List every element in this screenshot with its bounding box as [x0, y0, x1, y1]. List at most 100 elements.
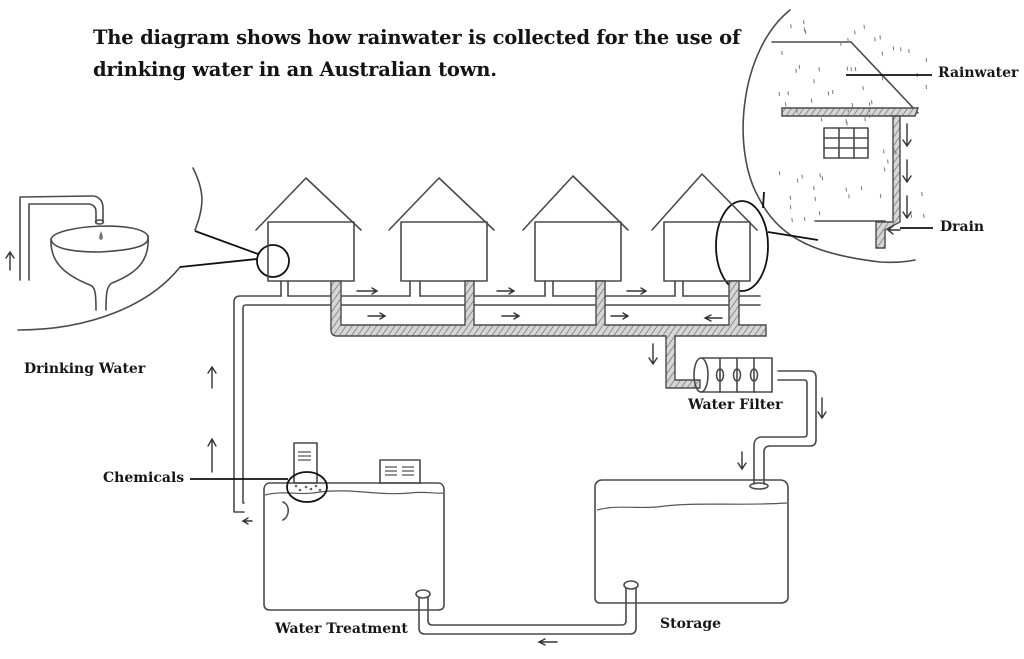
- tap-spout: [94, 219, 105, 225]
- rain-drop: [787, 91, 789, 96]
- treatment-tank: [190, 442, 445, 611]
- clean-pipe-outer: [233, 295, 761, 513]
- house-3: [522, 175, 629, 282]
- treatment-tank-body: [263, 482, 445, 611]
- filter-inlet-cap: [693, 357, 709, 393]
- feed-house-1: [280, 280, 289, 297]
- rain-drop: [908, 49, 910, 54]
- house-roof: [388, 177, 495, 231]
- filter-down-arrow-icon: [817, 397, 827, 420]
- rain-drop: [803, 20, 805, 25]
- hatched-collection-pipe: [330, 280, 767, 389]
- rain-drop: [854, 30, 856, 35]
- rain-drop: [870, 100, 873, 105]
- rain-drop: [790, 24, 792, 29]
- rain-drop: [803, 217, 806, 222]
- rain-drop: [798, 64, 801, 69]
- clean-water-pipe: [207, 280, 761, 525]
- storage-tank: [594, 479, 789, 604]
- treatment-inlet: [415, 589, 431, 599]
- inset-eave: [781, 107, 920, 117]
- feed-house-3: [544, 280, 554, 297]
- tap-pipe-inner: [28, 203, 97, 281]
- rain-drop: [778, 171, 781, 176]
- tap-bubble-upper: [192, 167, 203, 231]
- rain-drop: [821, 176, 824, 181]
- rain-drop: [868, 113, 871, 118]
- rain-drop: [814, 196, 816, 201]
- label-drinking-water: Drinking Water: [24, 361, 146, 377]
- chemical-dispenser-1: [293, 442, 318, 484]
- rain-drop: [925, 57, 928, 62]
- filter-outlet-inner: [753, 379, 808, 485]
- rainwater-inset: [742, 9, 933, 264]
- tap-bubble-lower: [17, 266, 181, 331]
- house-roof: [651, 173, 758, 231]
- rain-drop: [804, 29, 807, 35]
- rain-drop: [860, 186, 863, 191]
- rain-drop: [796, 178, 799, 183]
- basin-bowl-right: [105, 235, 149, 311]
- rain-drop: [883, 149, 885, 154]
- tap-connector-lower: [179, 258, 258, 268]
- treatment-outlet-nozzle: [282, 501, 290, 521]
- right-arrow-2-icon: [496, 287, 516, 295]
- basin-bowl-left: [50, 238, 97, 311]
- rain-drop: [810, 98, 813, 103]
- house-body: [400, 221, 488, 282]
- inset-bubble-outline: [742, 9, 916, 264]
- rain-drop: [847, 37, 849, 43]
- collect-arrow-4-icon: [703, 314, 723, 322]
- rain-drop: [778, 91, 781, 97]
- rain-drop: [813, 186, 815, 191]
- rain-drop: [803, 27, 806, 32]
- house-body: [663, 221, 751, 282]
- rain-drop: [879, 193, 882, 198]
- house-1-highlight-circle: [256, 244, 290, 278]
- house-body: [534, 221, 622, 282]
- label-chemicals: Chemicals: [103, 470, 185, 486]
- chemical-dispenser-2: [379, 459, 421, 484]
- inset-downpipe: [875, 115, 901, 249]
- tap-up-arrow-icon: [5, 250, 15, 271]
- rain-drop: [781, 50, 783, 55]
- rain-drop: [881, 51, 884, 56]
- label-drain: Drain: [940, 219, 985, 235]
- up-arrow-2-icon: [207, 437, 217, 473]
- left-arrow-icon: [241, 517, 253, 525]
- chemicals-highlight-ellipse: [286, 471, 328, 503]
- inset-roof-slope: [850, 41, 919, 114]
- rain-drop: [818, 67, 820, 72]
- rain-drop: [923, 213, 925, 219]
- rain-drop: [827, 91, 830, 96]
- inset-down-arrows: [886, 123, 912, 235]
- rain-drops: [778, 20, 928, 223]
- storage-outlet: [623, 580, 639, 590]
- transfer-left-arrow-icon: [537, 638, 558, 646]
- rain-drop: [851, 102, 854, 107]
- tap-pipe-outer: [19, 195, 104, 281]
- treatment-water-level: [264, 490, 444, 496]
- collect-arrow-2-icon: [501, 312, 521, 320]
- collect-down-arrow-icon: [648, 343, 658, 366]
- clean-pipe-inner: [242, 304, 761, 504]
- rain-drop: [847, 107, 849, 112]
- rain-drop: [910, 213, 913, 218]
- storage-to-treatment-pipe: [415, 580, 639, 646]
- chemical-dots: [294, 484, 322, 492]
- rain-drop: [883, 167, 886, 172]
- rain-drop: [832, 89, 834, 95]
- inset-connector-line: [767, 231, 819, 241]
- rain-drop: [840, 41, 842, 46]
- rain-drop: [879, 35, 881, 40]
- inset-window: [823, 127, 869, 159]
- basin-rim: [50, 225, 149, 253]
- house-body: [267, 221, 355, 282]
- label-water-treatment: Water Treatment: [275, 621, 408, 637]
- feed-house-2: [409, 280, 421, 297]
- filter-outlet-outer: [763, 370, 817, 485]
- rain-drop: [789, 195, 792, 200]
- water-filter: [693, 357, 827, 490]
